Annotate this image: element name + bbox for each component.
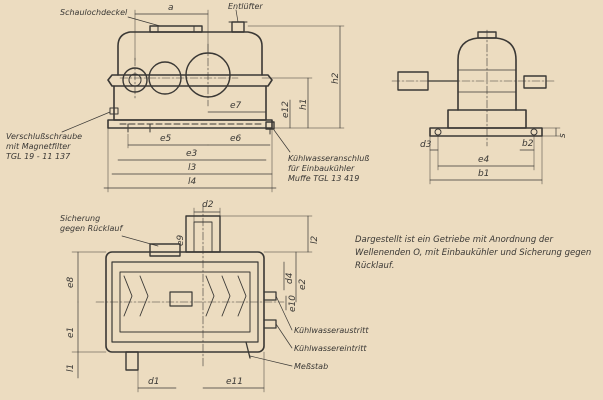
top-backstop (150, 244, 180, 256)
front-housing-lower (114, 86, 266, 120)
label-backstop-2: gegen Rücklauf (60, 224, 123, 233)
top-housing-ribs (124, 276, 246, 316)
dim-h2: h2 (331, 72, 341, 84)
label-cooling-outlet: Kühlwasseraustritt (294, 326, 369, 335)
dim-s: s (558, 133, 568, 138)
top-cooler-inlet (264, 320, 276, 328)
dim-e9: e9 (176, 234, 186, 246)
dim-e7: e7 (230, 101, 242, 111)
label-breather: Entlüfter (228, 2, 263, 11)
top-center-slot (170, 292, 192, 306)
label-cooling-connection-1: Kühlwasseranschluß (288, 154, 370, 163)
label-drain-plug-1: Verschlußschraube (6, 132, 83, 141)
dim-l1: l1 (66, 363, 76, 372)
front-inspection-cover (150, 26, 202, 32)
drawing-note: Dargestellt ist ein Getriebe mit Anordnu… (355, 235, 592, 271)
front-breather (232, 22, 244, 32)
label-cooling-inlet: Kühlwassereintritt (294, 344, 367, 353)
label-backstop-1: Sicherung (60, 214, 101, 223)
dim-d1: d1 (148, 377, 160, 387)
front-base-plate (108, 120, 272, 128)
label-inspection-cover: Schaulochdeckel (60, 8, 128, 17)
dim-d3: d3 (420, 140, 432, 150)
front-housing-flange (108, 75, 272, 86)
dim-e12: e12 (281, 101, 291, 118)
dim-b2: b2 (522, 139, 534, 149)
side-base (430, 128, 542, 136)
top-view (72, 204, 312, 392)
label-cooling-connection-3: Muffe TGL 13 419 (288, 174, 360, 183)
dim-e10: e10 (288, 295, 298, 312)
front-view (62, 10, 344, 192)
label-drain-plug-2: mit Magnetfilter (6, 142, 71, 151)
dim-l3: l3 (188, 163, 197, 173)
dim-e8: e8 (66, 276, 76, 288)
label-cooling-connection-2: für Einbaukühler (288, 164, 355, 173)
dim-l2: l2 (310, 235, 320, 244)
dim-b1: b1 (478, 169, 490, 179)
dim-e11: e11 (226, 377, 243, 387)
dim-l4: l4 (188, 177, 197, 187)
dim-e6: e6 (230, 134, 242, 144)
dim-h1: h1 (299, 98, 309, 110)
front-drain-plug (110, 108, 118, 114)
dim-d4: d4 (285, 272, 295, 284)
dim-e2: e2 (298, 278, 308, 290)
dim-e5: e5 (160, 134, 172, 144)
front-cooler-pipe (128, 124, 150, 134)
label-drain-plug-3: TGL 19 - 11 137 (6, 152, 71, 161)
top-dipstick (246, 342, 250, 358)
dim-e3: e3 (186, 149, 198, 159)
side-shaft-right (524, 76, 546, 88)
dim-e4: e4 (478, 155, 490, 165)
dim-d2: d2 (202, 200, 214, 210)
dim-e1: e1 (66, 326, 76, 338)
top-output-shaft (126, 352, 138, 370)
side-view (392, 30, 560, 184)
top-cooler-outlet (264, 292, 276, 300)
label-dipstick: Meßstab (294, 362, 329, 371)
dim-a: a (168, 3, 174, 13)
